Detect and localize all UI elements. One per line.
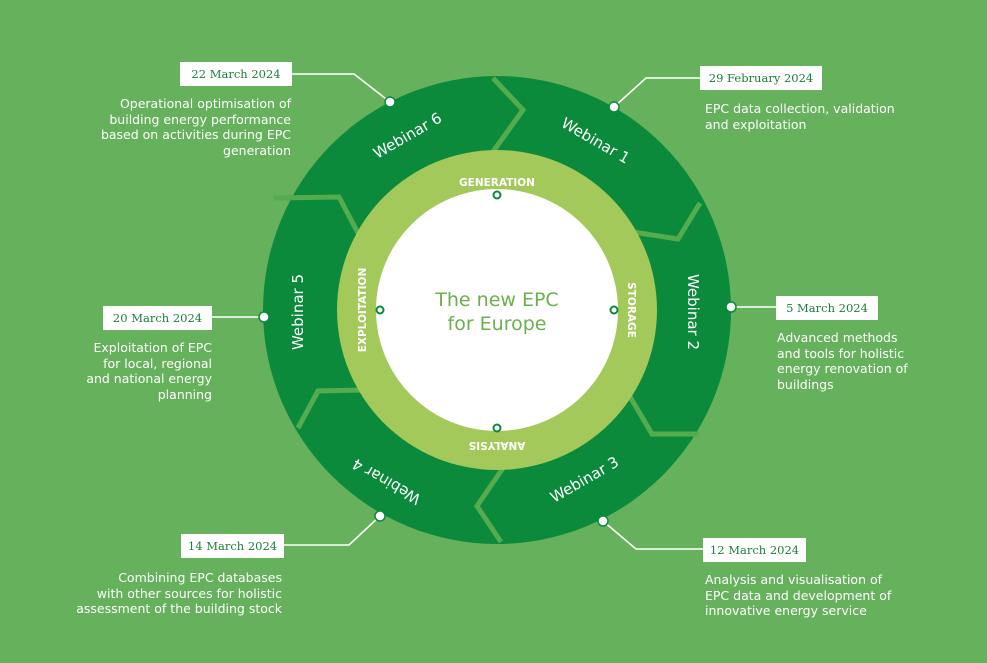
webinar-label-5: Webinar 5 [289,274,307,350]
inner-label-analysis: ANALYSIS [469,439,526,451]
connector-webinar-6 [292,73,391,103]
date-webinar-6: 22 March 2024 [180,62,292,86]
date-webinar-5: 20 March 2024 [103,306,212,330]
description-webinar-6: Operational optimisation of building ene… [101,96,291,158]
description-line: Advanced methods [777,330,898,345]
inner-ring-dots [375,190,619,433]
divider-6-1 [489,76,527,155]
dot-exploitation [375,305,385,315]
connector-dot-6 [384,96,396,108]
divider-2-3 [626,393,699,437]
description-line: building energy performance [109,111,291,127]
inner-label-generation: GENERATION [459,177,535,189]
description-line: EPC data collection, validation [705,101,895,116]
connector-dot-5 [258,311,270,323]
description-line: Exploitation of EPC [93,340,213,355]
connector-dot-1 [608,101,620,113]
center-title-line-1: The new EPC [434,289,558,311]
dot-analysis [492,423,502,433]
divider-5-6 [273,194,361,235]
segment-dividers [273,76,703,544]
description-line: assessment of the building stock [76,601,282,616]
inner-label-exploitation: EXPLOITATION [357,268,369,353]
date-webinar-4: 14 March 2024 [181,534,284,558]
description-line: Operational optimisation of [119,96,291,111]
divider-3-4 [473,466,506,544]
divider-4-5 [295,387,363,430]
date-webinar-2: 5 March 2024 [776,296,878,320]
description-line: energy renovation of [777,361,908,376]
description-webinar-2: Advanced methods and tools for holistic … [777,330,908,392]
description-line: buildings [777,376,834,392]
description-line: EPC data and development of [705,587,892,603]
connector-dot-2 [725,301,737,313]
description-webinar-1: EPC data collection, validation and expl… [705,101,895,132]
connector-webinar-4 [284,515,381,546]
description-line: planning [157,386,212,402]
description-line: with other sources for holistic [96,585,282,601]
connector-dot-4 [374,510,386,522]
center-title-line-2: for Europe [448,313,547,335]
date-webinar-3: 12 March 2024 [703,538,806,562]
center-circle [376,189,618,431]
connector-lines [212,73,776,550]
connector-webinar-1 [613,77,700,108]
description-line: Combining EPC databases [118,570,282,585]
divider-1-2 [632,201,703,242]
dot-generation [492,190,502,200]
connector-webinar-3 [602,520,703,550]
connector-dot-3 [597,515,609,527]
dot-storage [609,305,619,315]
description-line: Analysis and visualisation of [705,572,883,587]
description-line: and tools for holistic [777,345,905,361]
description-line: and exploitation [705,116,807,132]
description-line: innovative energy service [705,603,867,618]
connector-dots [258,96,737,527]
description-line: based on activities during EPC [100,127,291,142]
date-webinar-1: 29 February 2024 [700,66,822,90]
description-line: generation [223,142,291,158]
description-line: for local, regional [103,355,212,371]
description-webinar-4: Combining EPC databases with other sourc… [76,570,282,617]
inner-label-storage: STORAGE [625,282,637,338]
webinar-label-2: Webinar 2 [684,274,702,350]
description-line: and national energy [86,371,212,386]
description-webinar-3: Analysis and visualisation of EPC data a… [705,572,891,619]
description-webinar-5: Exploitation of EPC for local, regional … [86,340,212,402]
